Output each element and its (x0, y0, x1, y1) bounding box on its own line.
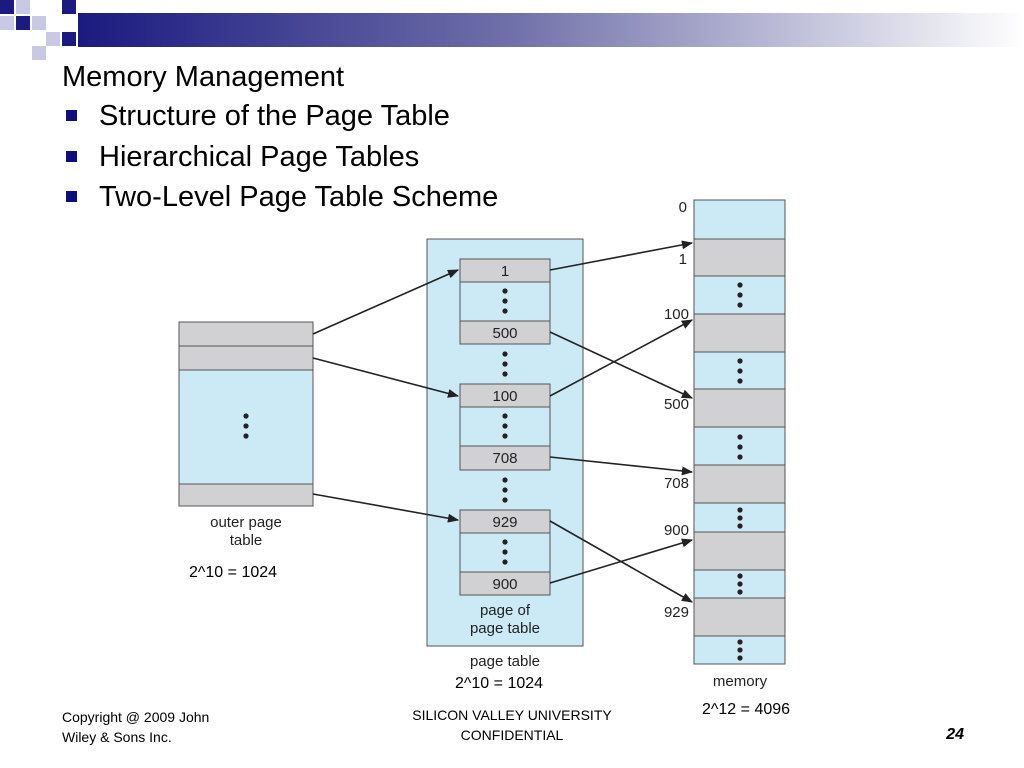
square-bullet-icon (66, 150, 77, 162)
mapping-arrows (312, 240, 694, 603)
bullet-text: Structure of the Page Table (99, 100, 450, 132)
outer-table-entry (178, 483, 314, 507)
memory-background (693, 199, 786, 665)
arrow-outer-to-page-1 (312, 269, 460, 335)
header-square-navy (62, 0, 76, 14)
outer-table-size-note: 2^10 = 1024 (189, 564, 278, 581)
memory-column: 0 1 100 500 708 900 929 memory (664, 199, 786, 690)
page-table-entry-value: 900 (492, 576, 517, 593)
vertical-ellipsis-icon (502, 539, 508, 565)
vertical-ellipsis-icon (737, 358, 743, 384)
bullet-item: Hierarchical Page Tables (62, 137, 498, 178)
memory-address: 500 (664, 396, 689, 413)
memory-frame (693, 531, 786, 571)
arrow-entry-500-to-frame-500 (549, 331, 694, 399)
header-square-lavender (0, 16, 14, 30)
arrow-entry-708-to-frame-708 (549, 456, 694, 476)
header-square-lavender (32, 46, 46, 60)
page-table: 1 500 100 708 929 900 page of page table… (426, 238, 584, 670)
page-table-entry-value: 929 (492, 514, 517, 531)
square-bullet-icon (66, 110, 77, 121)
arrow-entry-1-to-frame-1 (549, 240, 694, 271)
arrow-entry-100-to-frame-100 (549, 319, 693, 397)
memory-address: 900 (664, 522, 689, 539)
memory-frame (693, 388, 786, 428)
header-square-navy (62, 32, 76, 46)
vertical-ellipsis-icon (502, 413, 508, 439)
header-square-navy (0, 0, 14, 14)
bullet-item: Structure of the Page Table (62, 96, 498, 137)
arrow-outer-to-page-100 (312, 357, 460, 398)
page-table-entry (459, 445, 551, 471)
vertical-ellipsis-icon (737, 639, 743, 661)
footer-copyright: Copyright @ 2009 John Wiley & Sons Inc. (62, 707, 209, 747)
header-decoration (0, 0, 1024, 60)
header-square-lavender (32, 16, 46, 30)
memory-frame (693, 597, 786, 637)
memory-frame (693, 313, 786, 353)
vertical-ellipsis-icon (737, 507, 743, 529)
footer-confidential: SILICON VALLEY UNIVERSITY CONFIDENTIAL (372, 705, 652, 745)
outer-table-label: outer page (210, 514, 282, 531)
page-table-entry-value: 100 (492, 388, 517, 405)
outer-table-entry (178, 321, 314, 347)
square-bullet-icon (66, 191, 77, 202)
memory-label: memory (713, 673, 768, 690)
page-table-entry (459, 571, 551, 596)
footer-center-line: CONFIDENTIAL (460, 727, 564, 743)
page-table-entry-value: 500 (492, 325, 517, 342)
vertical-ellipsis-icon (502, 288, 508, 314)
header-gradient-bar (78, 13, 1024, 47)
outer-table-label: table (230, 532, 263, 549)
memory-address: 708 (664, 475, 689, 492)
header-square-lavender (46, 32, 60, 46)
bullet-text: Hierarchical Page Tables (99, 140, 420, 173)
bullet-list: Structure of the Page Table Hierarchical… (62, 96, 498, 218)
page-table-size-note: 2^10 = 1024 (455, 675, 544, 692)
page-table-entry-value: 1 (501, 263, 509, 280)
memory-frame (693, 238, 786, 277)
outer-table-entry (178, 345, 314, 371)
memory-address: 100 (664, 306, 689, 323)
copyright-line: Wiley & Sons Inc. (62, 729, 172, 745)
page-of-page-table-label: page table (470, 620, 540, 637)
footer-center-line: SILICON VALLEY UNIVERSITY (412, 707, 612, 723)
page-table-entry-value: 708 (492, 450, 517, 467)
memory-address: 1 (679, 251, 687, 268)
memory-frame (693, 464, 786, 504)
page-number: 24 (946, 726, 964, 743)
vertical-ellipsis-icon (502, 477, 508, 503)
vertical-ellipsis-icon (737, 282, 743, 308)
vertical-ellipsis-icon (243, 413, 249, 439)
page-table-label: page table (470, 653, 540, 670)
header-square-lavender (16, 0, 30, 14)
bullet-item: Two-Level Page Table Scheme (62, 177, 498, 218)
slide-title: Memory Management (62, 61, 345, 93)
vertical-ellipsis-icon (502, 351, 508, 377)
header-square-navy (16, 16, 30, 30)
outer-page-table: outer page table (178, 321, 314, 549)
memory-address: 0 (679, 199, 687, 216)
bullet-text: Two-Level Page Table Scheme (99, 181, 499, 213)
memory-size-note: 2^12 = 4096 (702, 701, 791, 718)
vertical-ellipsis-icon (737, 573, 743, 595)
page-of-page-table-label: page of (480, 602, 531, 619)
arrow-entry-900-to-frame-900 (549, 538, 694, 584)
copyright-line: Copyright @ 2009 John (62, 709, 210, 725)
arrow-outer-to-page-929 (312, 493, 460, 523)
vertical-ellipsis-icon (737, 434, 743, 460)
page-table-entry (459, 258, 551, 283)
memory-address: 929 (664, 604, 689, 621)
